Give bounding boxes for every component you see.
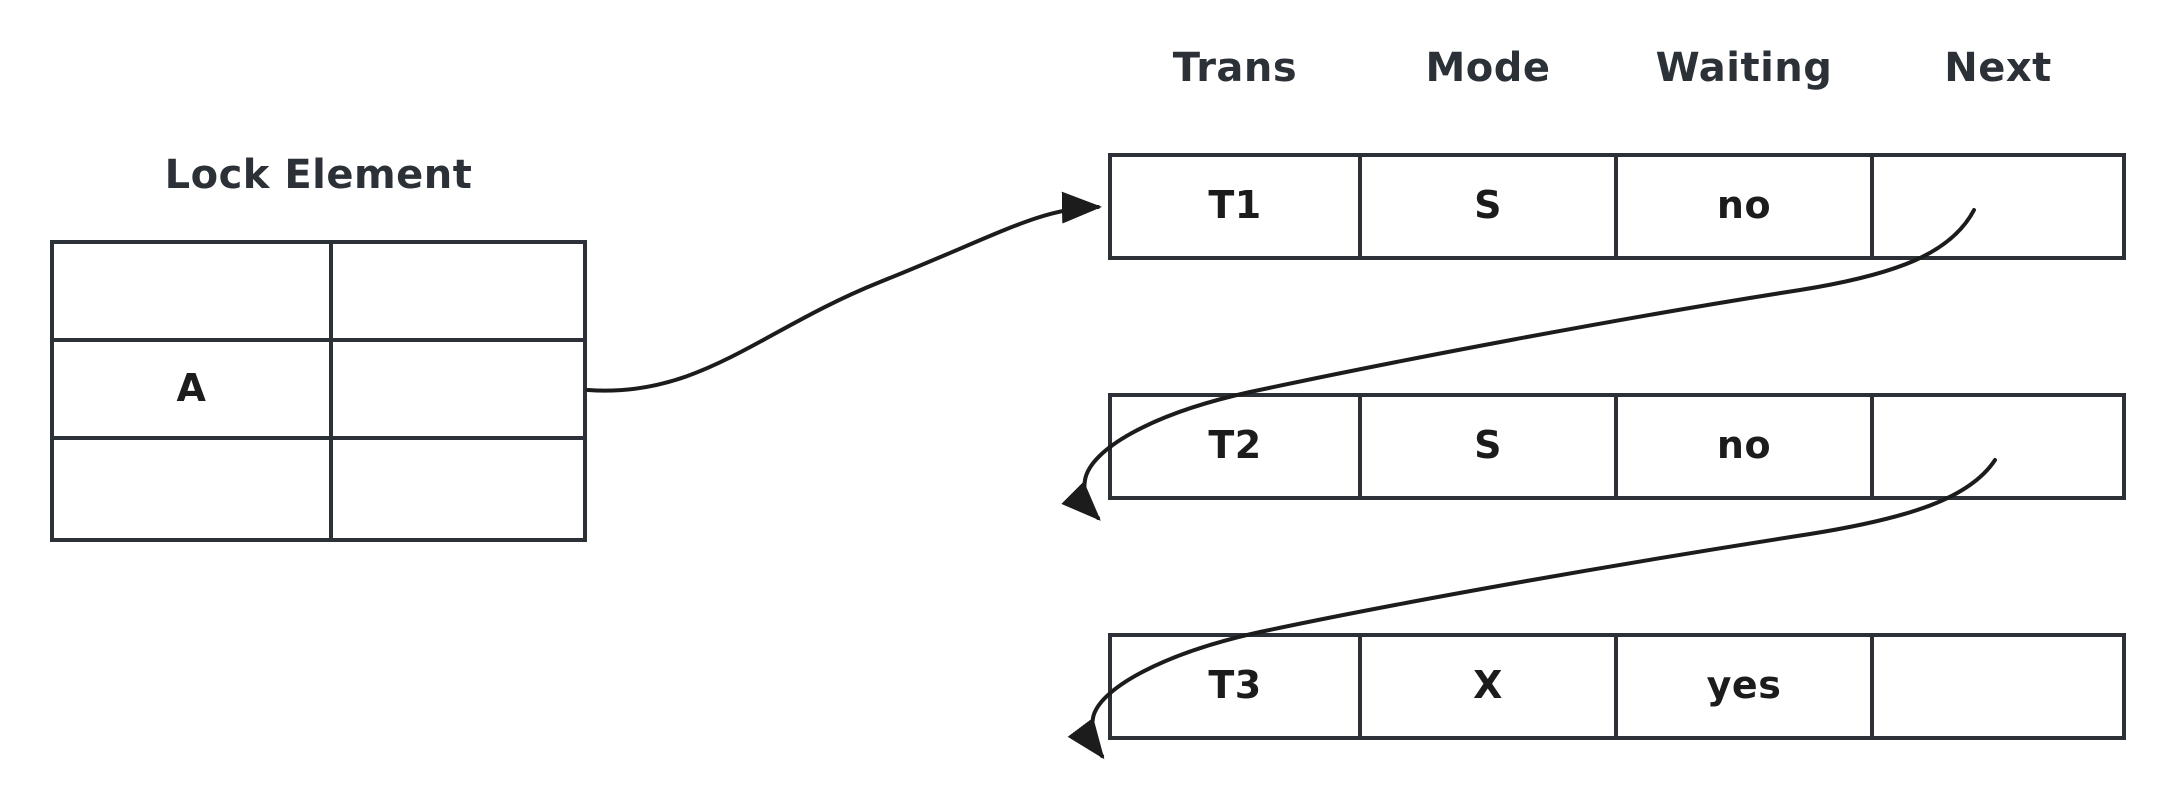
node-T3-trans: T3 <box>1208 663 1262 707</box>
connector-lock-to-T1 <box>586 191 1102 393</box>
lock-element-title: Lock Element <box>164 152 473 198</box>
node-T1-waiting: no <box>1716 183 1772 227</box>
node-T2-waiting: no <box>1716 423 1772 467</box>
node-T3-mode: X <box>1473 663 1503 707</box>
node-T2-mode: S <box>1474 423 1502 467</box>
node-T1-box <box>1108 153 2126 260</box>
node-T2-box <box>1108 393 2126 500</box>
column-header-trans: Trans <box>1172 45 1298 91</box>
node-T1-trans: T1 <box>1208 183 1262 227</box>
node-T3-waiting: yes <box>1706 663 1782 707</box>
connector-T2-to-T3 <box>1067 458 1997 760</box>
node-T2-trans: T2 <box>1208 423 1262 467</box>
node-T1-mode: S <box>1474 183 1502 227</box>
lock-element-table <box>50 240 587 542</box>
lock-element-cell-r1c0: A <box>176 366 207 410</box>
column-header-next: Next <box>1944 45 2052 91</box>
node-T3-box <box>1108 633 2126 740</box>
lock-element-outline <box>50 240 587 542</box>
column-header-waiting: Waiting <box>1655 45 1833 91</box>
column-header-mode: Mode <box>1425 45 1551 91</box>
connector-T1-to-T2 <box>1061 208 1976 521</box>
